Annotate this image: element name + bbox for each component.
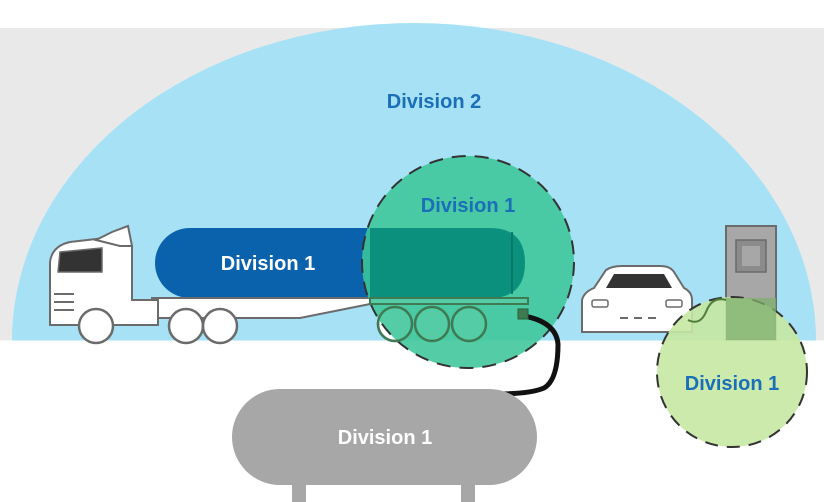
fuel-hose-icon [495,313,561,397]
dispenser-zone-label: Division 1 [685,373,779,395]
trailer-wheel-overlay-2 [413,305,451,343]
dispenser-body-overlay [726,298,776,340]
car-icon [581,265,693,333]
storage-tank-label: Division 1 [338,427,432,449]
cab-window [57,247,103,273]
car-headlight-left [591,299,609,308]
truck-wheel-rear-1 [167,307,205,345]
car-windshield [606,274,672,288]
truck-wheel-front [77,307,115,345]
division-2-label: Division 2 [387,91,481,113]
car-headlight-right [665,299,683,308]
tanker-label: Division 1 [221,253,315,275]
dispenser-screen-inner [742,246,760,266]
truck-wheel-rear-2 [201,307,239,345]
trailer-chassis-overlay [369,297,529,305]
trailer-wheel-overlay-3 [450,305,488,343]
cab-fairing [93,224,134,247]
coupling-zone-label: Division 1 [421,195,515,217]
dispenser-hose-overlay [687,298,727,323]
storage-tank [232,389,537,485]
trailer-wheel-overlay-1 [376,305,414,343]
tanker-tank-end [370,228,525,298]
hose-coupling [517,308,529,320]
